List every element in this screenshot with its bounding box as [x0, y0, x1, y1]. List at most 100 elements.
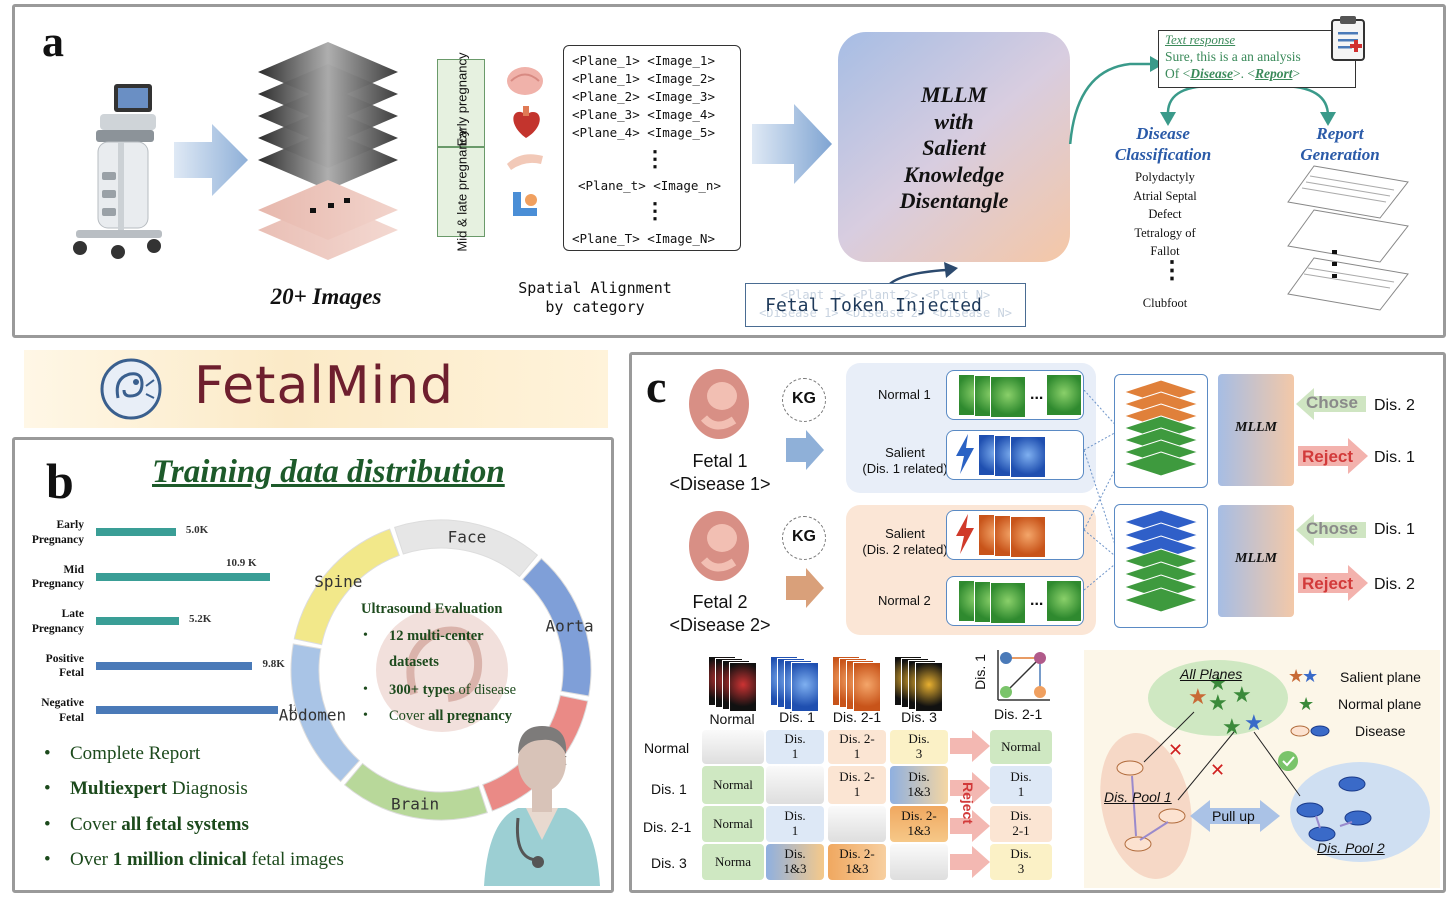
axis-diagram — [997, 650, 1050, 701]
bullet-4: Over 1 million clinical fetal images — [70, 849, 344, 870]
pool1-label: Dis. Pool 1 — [1104, 789, 1172, 805]
kg-icon — [782, 516, 826, 560]
lightning-icon — [956, 434, 974, 474]
doctor-illustration — [484, 726, 600, 886]
panel-b-letter: b — [46, 453, 74, 509]
layer-stack-bottom — [1122, 509, 1200, 613]
ultrasound-image-stack — [258, 42, 398, 260]
bullet-3: Cover all fetal systems — [70, 814, 249, 835]
bullet-2: Multiexpert Diagnosis — [70, 778, 248, 799]
fetal2-name: Fetal 2 — [692, 592, 748, 612]
ultrasound-machine-icon — [73, 84, 162, 259]
plane-line-7: <Plane_T> <Image_N> — [572, 231, 715, 246]
svg-text:★: ★ — [1302, 666, 1318, 686]
token-ghost-2: <Disease 1> <Disease 2> <Disease N> — [759, 306, 1012, 320]
chose-label-bottom: Chose — [1306, 519, 1358, 538]
vdots-3: ⋮ — [1160, 257, 1184, 284]
fetal-token-label: Fetal Token Injected — [765, 295, 982, 316]
normal1-label: Normal 1 — [878, 387, 931, 402]
ring-segment — [290, 643, 361, 783]
table-col-1: Dis. 1 — [779, 709, 815, 725]
ring-segment — [293, 528, 400, 646]
text-response-box — [1158, 30, 1356, 88]
mllm-small-bottom-label: MLLM — [1235, 551, 1277, 566]
kg-label-1: KG — [792, 390, 816, 407]
bullet-dot-2: • — [44, 778, 51, 799]
limb-icon — [507, 154, 543, 170]
reject-label-top: Reject — [1302, 447, 1354, 466]
svg-text:★: ★ — [1208, 690, 1228, 715]
ring-segment-label: Abdomen — [279, 705, 346, 724]
disease-last: Clubfoot — [1142, 296, 1188, 310]
bar — [96, 617, 180, 625]
table-cell: Dis. 1&3 — [890, 766, 948, 804]
table-col-2: Dis. 2-1 — [832, 709, 882, 725]
spine-icon — [513, 192, 537, 216]
reject-arrow-top — [1298, 438, 1368, 474]
svg-text:★: ★ — [1244, 710, 1264, 735]
mllm-title: MLLM with Salient Knowledge Disentangle — [899, 82, 1009, 213]
eval-1: 12 multi-center — [389, 628, 484, 644]
svg-text:★: ★ — [1188, 684, 1208, 709]
pool-diagram-svg: ★ ★ ★ ★ ★ ★ ✕ ✕ ★ ★ ★ — [1100, 660, 1430, 879]
result-cell: Normal — [990, 730, 1052, 764]
table-cell: Dis. 1 — [766, 806, 824, 842]
table-cell: Dis. 2-1 — [828, 730, 886, 764]
text-response-line1: Sure, this is a an analysis — [1165, 49, 1301, 64]
kg-label-2: KG — [792, 528, 816, 545]
svg-text:★: ★ — [1232, 682, 1252, 707]
plane-line-3: <Plane_2> <Image_3> — [572, 89, 715, 104]
legend-salient: Salient plane — [1340, 669, 1421, 685]
eval-title: Ultrasound Evaluation — [361, 601, 503, 617]
ellipsis-1: ... — [1030, 386, 1044, 403]
ultrasound-tile — [990, 376, 1026, 418]
eval-1b: datasets — [389, 654, 439, 670]
bar — [96, 706, 278, 714]
chose-arrow-top — [1296, 388, 1366, 420]
arrow-right-icon — [174, 124, 248, 196]
ultrasound-tile — [1010, 436, 1046, 478]
spatial-alignment-line2: by category — [545, 298, 645, 316]
lightning-icon — [956, 514, 974, 554]
reject-dis-bottom: Dis. 2 — [1374, 576, 1415, 593]
images-label: 20+ Images — [270, 284, 382, 309]
bar-value-label: 10.9 K — [226, 556, 257, 569]
table-cell: Norma — [702, 844, 764, 880]
fetus-icon — [689, 369, 749, 439]
ring-segment — [343, 762, 488, 821]
salient2-label: Salient (Dis. 2 related) — [862, 526, 948, 557]
pregnancy-category-box — [437, 59, 485, 237]
table-row-label-3: Dis. 3 — [651, 855, 687, 871]
table-cell: Dis. 1&3 — [766, 844, 824, 880]
plane-image-list — [563, 45, 741, 251]
table-row-label-1: Dis. 1 — [651, 781, 687, 797]
svg-text:✕: ✕ — [1168, 740, 1183, 761]
table-cell — [890, 844, 948, 880]
svg-text:★: ★ — [1208, 670, 1228, 695]
plane-line-5: <Plane_4> <Image_5> — [572, 125, 715, 140]
pool2-label: Dis. Pool 2 — [1317, 840, 1385, 856]
mllm-small-top-label: MLLM — [1235, 420, 1277, 435]
table-header-tile — [791, 662, 819, 712]
eval-dot-1: • — [363, 628, 368, 643]
bar — [96, 572, 271, 581]
all-planes-label: All Planes — [1180, 666, 1243, 682]
salient1-label: Salient (Dis. 1 related) — [862, 445, 948, 476]
plane-line-1: <Plane_1> <Image_1> — [572, 53, 715, 68]
layer-stack-top — [1122, 379, 1200, 477]
bar — [96, 528, 176, 536]
table-cell: Dis. 2-1&3 — [890, 806, 948, 842]
ultrasound-tile — [1046, 374, 1082, 416]
bullet-dot-4: • — [44, 849, 51, 870]
table-col-0: Normal — [709, 711, 755, 727]
table-cell — [702, 730, 764, 764]
ring-segment-label: Brain — [391, 795, 439, 814]
axis-x-label: Dis. 2-1 — [994, 706, 1043, 722]
fetal1-name: Fetal 1 — [692, 451, 748, 471]
report-generation-label: Report Generation — [1300, 124, 1380, 164]
text-response-line2: Of <Disease>. <Report> — [1165, 66, 1301, 81]
